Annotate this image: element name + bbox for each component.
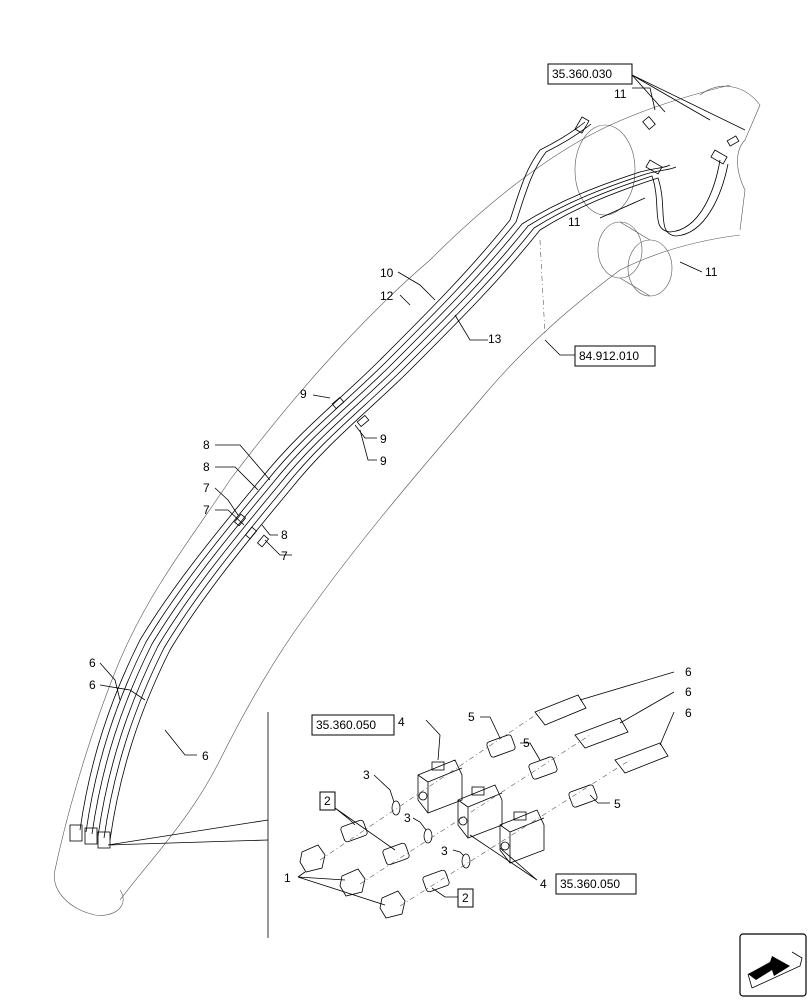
ref-box-top[interactable]: 35.360.030: [547, 63, 633, 85]
callout-9: 9: [380, 454, 387, 468]
ref-label: 35.360.050: [316, 718, 376, 732]
valve-block: [457, 784, 503, 839]
callout-8: 8: [281, 528, 288, 542]
callout-3: 3: [363, 768, 370, 782]
callout-10: 10: [380, 266, 394, 280]
ref-label: 2: [462, 891, 469, 905]
callout-8: 8: [203, 438, 210, 452]
valve-block: [417, 759, 463, 814]
o-ring: [461, 853, 471, 869]
callout-5: 5: [614, 797, 621, 811]
detail-view: [297, 671, 675, 919]
callout-6: 6: [202, 749, 209, 763]
o-ring: [391, 800, 401, 816]
ref-label: 35.360.030: [552, 67, 612, 81]
callout-1: 1: [284, 871, 291, 885]
o-ring: [423, 828, 433, 844]
ref-box-2-upper[interactable]: 2: [319, 791, 336, 811]
callout-11: 11: [568, 215, 581, 229]
leader-lines: [99, 74, 746, 938]
arrow-icon[interactable]: [739, 933, 807, 997]
callout-9: 9: [380, 432, 387, 446]
callout-9: 9: [300, 387, 307, 401]
hose-end: [534, 694, 587, 726]
callout-6: 6: [89, 656, 96, 670]
callout-8: 8: [203, 460, 210, 474]
callout-7: 7: [203, 503, 210, 517]
fitting: [486, 734, 516, 758]
callout-6: 6: [685, 706, 692, 720]
ref-box-detail-left[interactable]: 35.360.050: [311, 714, 395, 736]
adapter: [422, 869, 450, 893]
fitting: [568, 784, 598, 808]
callout-3: 3: [441, 844, 448, 858]
callout-11: 11: [614, 87, 627, 101]
adapter: [340, 819, 368, 843]
callout-6: 6: [685, 685, 692, 699]
callout-4: 4: [398, 715, 405, 729]
callout-3: 3: [404, 811, 411, 825]
ref-label: 2: [324, 794, 331, 808]
callout-13: 13: [488, 332, 502, 346]
callout-6: 6: [685, 665, 692, 679]
callouts: 11 11 11 10 12 13 9 9 9 8 8 8 7 7 7 6 6 …: [89, 87, 718, 891]
callout-5: 5: [523, 736, 530, 750]
ref-label: 84.912.010: [579, 349, 639, 363]
boom-outline: [53, 84, 761, 916]
callout-5: 5: [468, 710, 475, 724]
plug: [339, 868, 366, 897]
ref-box-2-lower[interactable]: 2: [457, 888, 474, 908]
plug: [379, 890, 406, 919]
callout-7: 7: [203, 481, 210, 495]
plug: [299, 844, 326, 873]
callout-7: 7: [281, 549, 288, 563]
callout-6: 6: [89, 678, 96, 692]
callout-4: 4: [540, 877, 547, 891]
callout-12: 12: [380, 289, 394, 303]
fitting: [528, 756, 558, 780]
callout-11: 11: [705, 265, 718, 279]
ref-box-mid[interactable]: 84.912.010: [574, 345, 656, 367]
ref-box-detail-right[interactable]: 35.360.050: [555, 873, 637, 895]
hose-end: [574, 717, 629, 749]
hose-lines: [69, 116, 740, 849]
valve-block: [499, 809, 545, 864]
adapter: [382, 842, 410, 866]
hose-end: [614, 742, 669, 774]
ref-label: 35.360.050: [560, 877, 620, 891]
